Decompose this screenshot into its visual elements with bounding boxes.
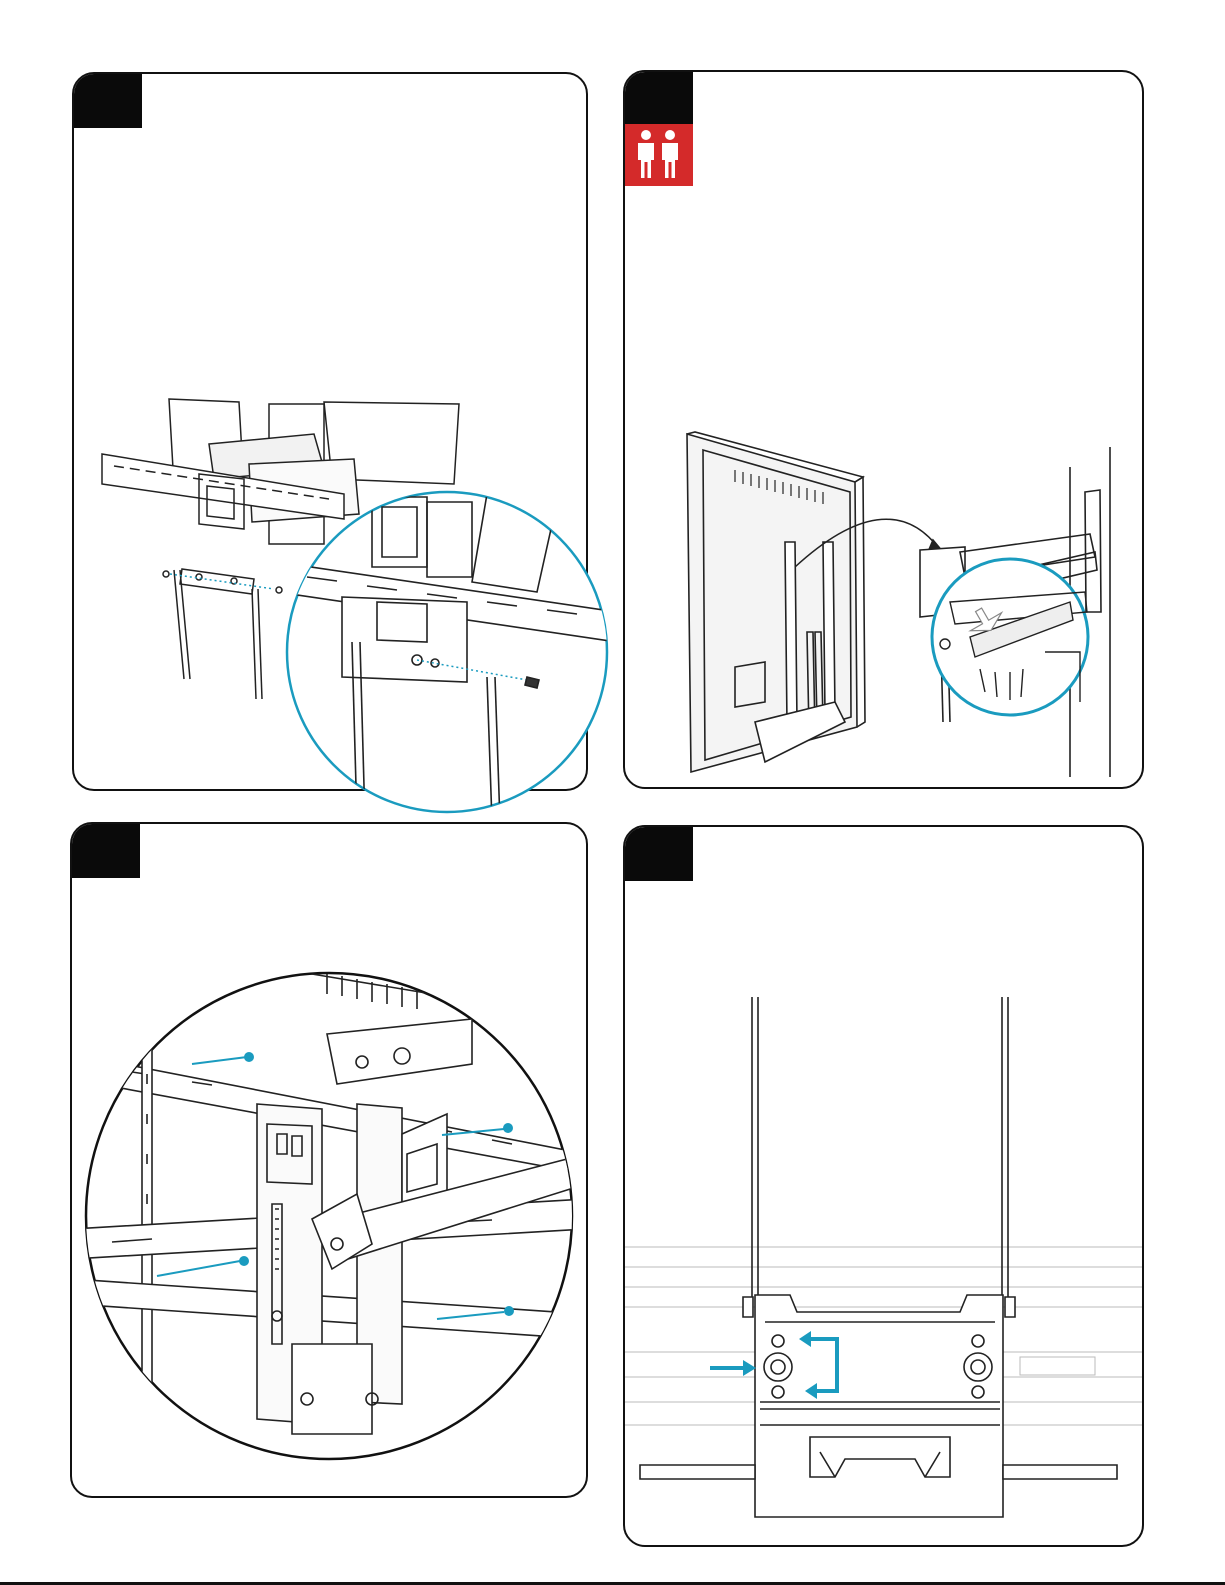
safety-screws-zoom-illustration xyxy=(72,824,586,1496)
step-panel-bottom-right xyxy=(623,825,1144,1547)
tv-hang-illustration xyxy=(625,72,1142,787)
level-adjustment-illustration xyxy=(625,827,1142,1545)
step-panel-top-right xyxy=(623,70,1144,789)
zoom-detail-circle xyxy=(277,482,617,822)
step-panel-bottom-left xyxy=(70,822,588,1498)
